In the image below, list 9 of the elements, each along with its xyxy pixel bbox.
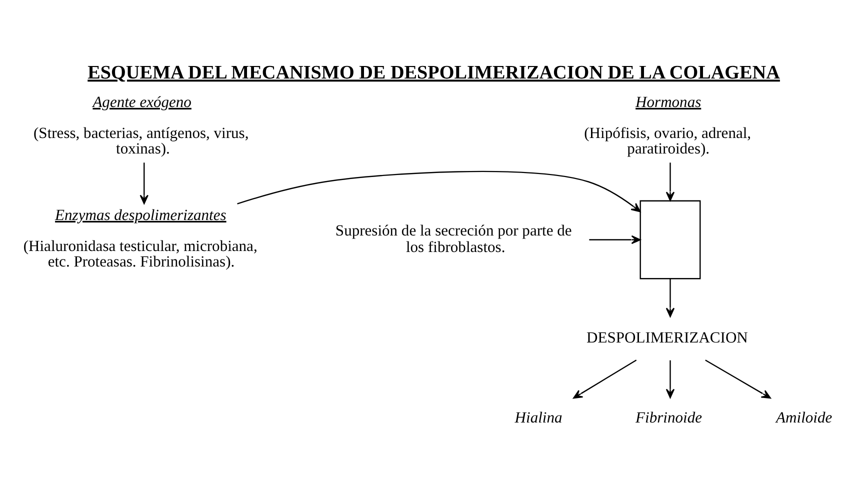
node-text: Hormonas (Hipófisis, ovario, adrenal, paratiroides).: [584, 93, 752, 158]
node-text: DESPOLIMERIZACION: [586, 328, 748, 346]
node-text: Hialina: [514, 409, 562, 426]
diagram-title: ESQUEMA DEL MECANISMO DE DESPOLIMERIZACION DE LA COLAGENA: [88, 62, 780, 84]
node-text: Supresión de la secreción por parte de los fibroblastos.: [335, 222, 572, 256]
node-text: Fibrinoide: [636, 409, 702, 426]
node-text: Agente exógeno (Stress, bacterias, antígenos, virus, toxinas).: [34, 93, 249, 158]
node-text: Enzymas despolimerizantes (Hialuronidasa testicular, microbiana, etc. Proteasas. Fibrinolisinas).: [23, 206, 258, 270]
node-text: Amiloide: [776, 409, 832, 426]
